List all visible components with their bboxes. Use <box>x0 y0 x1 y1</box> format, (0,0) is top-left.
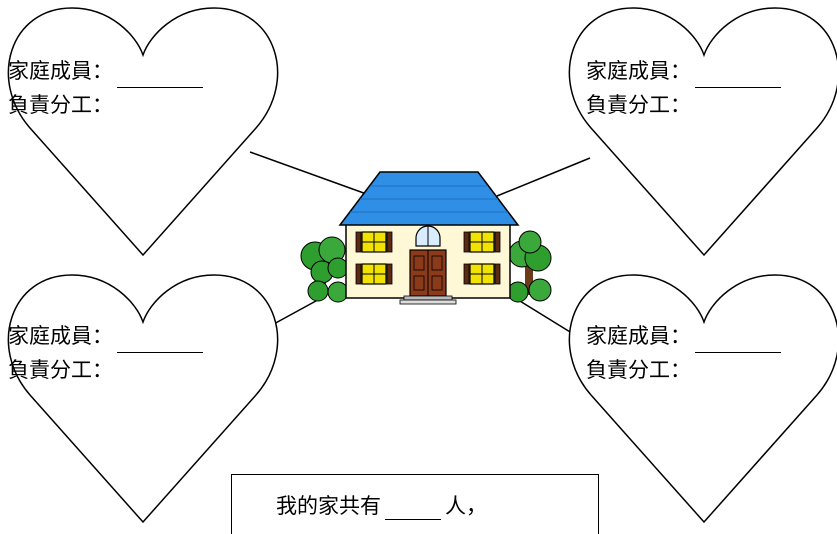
heart-icon <box>7 7 279 257</box>
heart-top-right-text: 家庭成員： 負責分工： <box>586 54 781 122</box>
heart-bottom-right-text: 家庭成員： 負責分工： <box>586 319 781 387</box>
heart-icon <box>568 7 837 257</box>
member-label: 家庭成員： <box>586 59 691 83</box>
heart-icon <box>7 274 279 524</box>
heart-top-left-text: 家庭成員： 負責分工： <box>8 54 203 122</box>
member-row: 家庭成員： <box>586 54 781 88</box>
member-blank[interactable] <box>117 332 203 353</box>
duty-label: 負責分工： <box>586 358 691 382</box>
member-blank[interactable] <box>695 332 781 353</box>
member-row: 家庭成員： <box>8 54 203 88</box>
duty-label: 負責分工： <box>8 93 113 117</box>
tree-icon <box>300 236 349 303</box>
duty-label: 負責分工： <box>8 358 113 382</box>
member-label: 家庭成員： <box>8 59 113 83</box>
member-row: 家庭成員： <box>586 319 781 353</box>
duty-label: 負責分工： <box>586 93 691 117</box>
connector-lines <box>249 151 591 336</box>
summary-prefix: 我的家共有 <box>276 494 381 518</box>
member-row: 家庭成員： <box>8 319 203 353</box>
member-label: 家庭成員： <box>586 324 691 348</box>
tree-icon <box>507 230 552 303</box>
summary-box <box>231 474 599 534</box>
house-icon <box>300 171 552 305</box>
heart-bottom-left-text: 家庭成員： 負責分工： <box>8 319 203 387</box>
member-blank[interactable] <box>695 67 781 88</box>
member-label: 家庭成員： <box>8 324 113 348</box>
member-blank[interactable] <box>117 67 203 88</box>
summary-sentence: 我的家共有 人， <box>276 490 487 520</box>
heart-icon <box>568 274 837 524</box>
summary-suffix: 人， <box>445 494 487 518</box>
member-count-blank[interactable] <box>385 499 441 520</box>
